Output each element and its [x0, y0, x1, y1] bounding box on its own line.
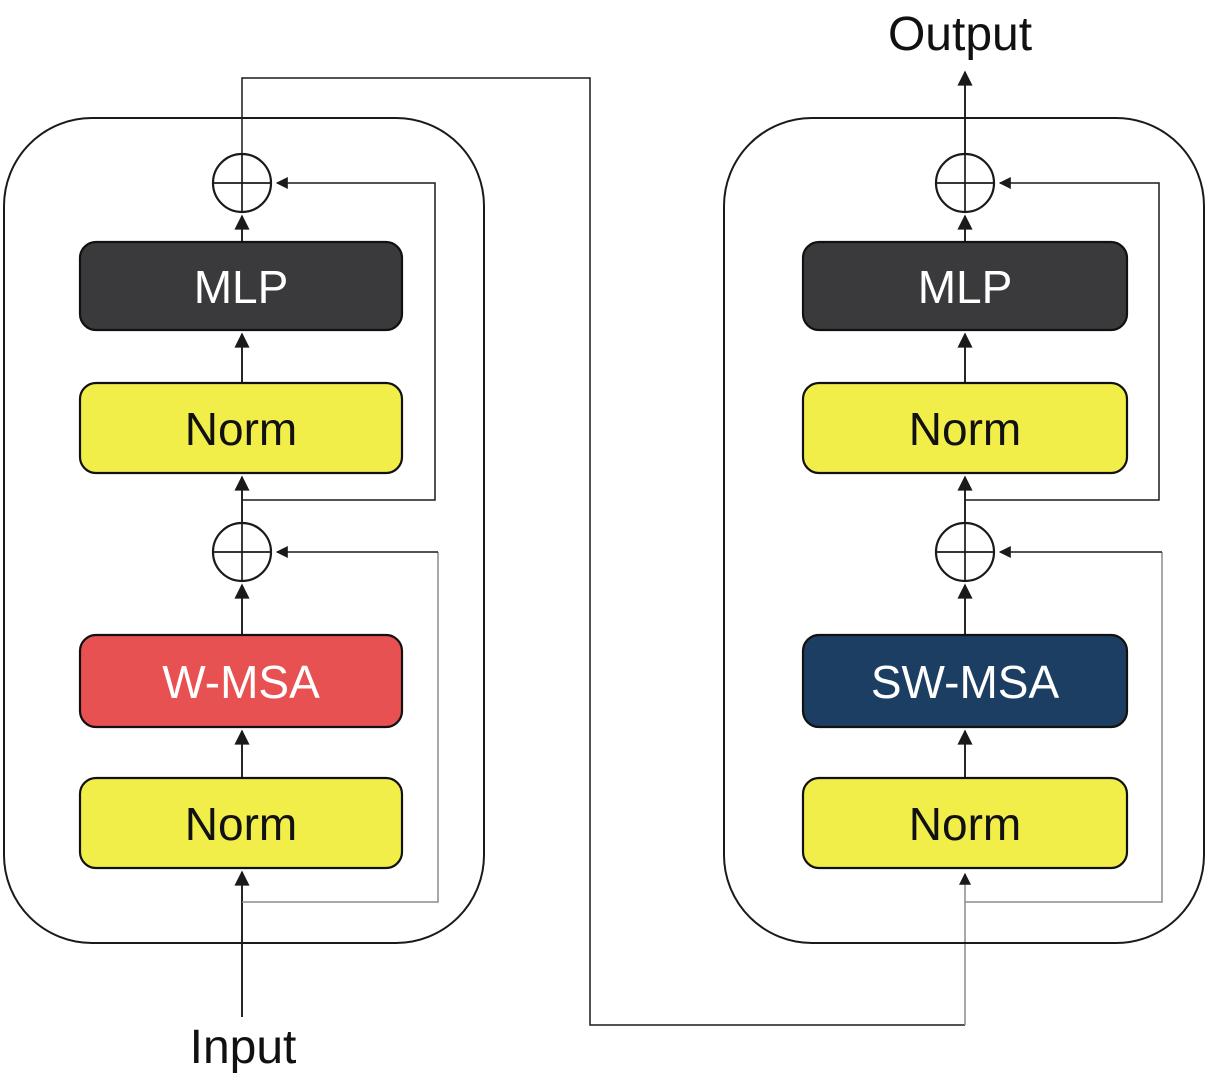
mlp-label: MLP	[918, 261, 1013, 313]
add-operator-icon	[211, 152, 273, 214]
add-operator-icon	[934, 152, 996, 214]
output-label: Output	[888, 8, 1032, 61]
norm-label: Norm	[185, 403, 297, 455]
mlp-box	[801, 240, 1129, 332]
inter-block-wiring	[234, 70, 973, 1026]
norm-box	[78, 381, 404, 475]
add-operator-icon	[934, 521, 996, 583]
mlp-label: MLP	[194, 261, 289, 313]
norm-node: Norm	[801, 381, 1129, 475]
mlp-node: MLP	[78, 240, 404, 332]
sw-msa-node: SW-MSA	[801, 633, 1129, 729]
mlp-node: MLP	[801, 240, 1129, 332]
norm-box	[78, 776, 404, 870]
skip-connection-attn	[965, 552, 1163, 903]
w-msa-box	[78, 633, 404, 729]
norm-label: Norm	[909, 403, 1021, 455]
block-container	[3, 117, 485, 944]
norm-label: Norm	[909, 798, 1021, 850]
sw-msa-box	[801, 633, 1129, 729]
mlp-box	[78, 240, 404, 332]
norm-box	[801, 381, 1129, 475]
norm-node: Norm	[78, 381, 404, 475]
input-label: Input	[190, 1021, 297, 1074]
norm-node: Norm	[801, 776, 1129, 870]
w-msa-label: W-MSA	[162, 656, 320, 708]
add-operator-icon	[211, 521, 273, 583]
norm-label: Norm	[185, 798, 297, 850]
block-container	[723, 117, 1205, 944]
skip-connection-mlp	[242, 182, 436, 501]
w-msa-node: W-MSA	[78, 633, 404, 729]
norm-box	[801, 776, 1129, 870]
skip-connection-attn	[242, 552, 439, 903]
inter-block-wire	[241, 77, 965, 1026]
right-block: MLP Norm SW-MSA Norm	[723, 117, 1205, 944]
sw-msa-label: SW-MSA	[871, 656, 1060, 708]
norm-node: Norm	[78, 776, 404, 870]
left-block: MLP Norm W-MSA Norm	[3, 117, 485, 944]
skip-connection-mlp	[965, 182, 1160, 501]
